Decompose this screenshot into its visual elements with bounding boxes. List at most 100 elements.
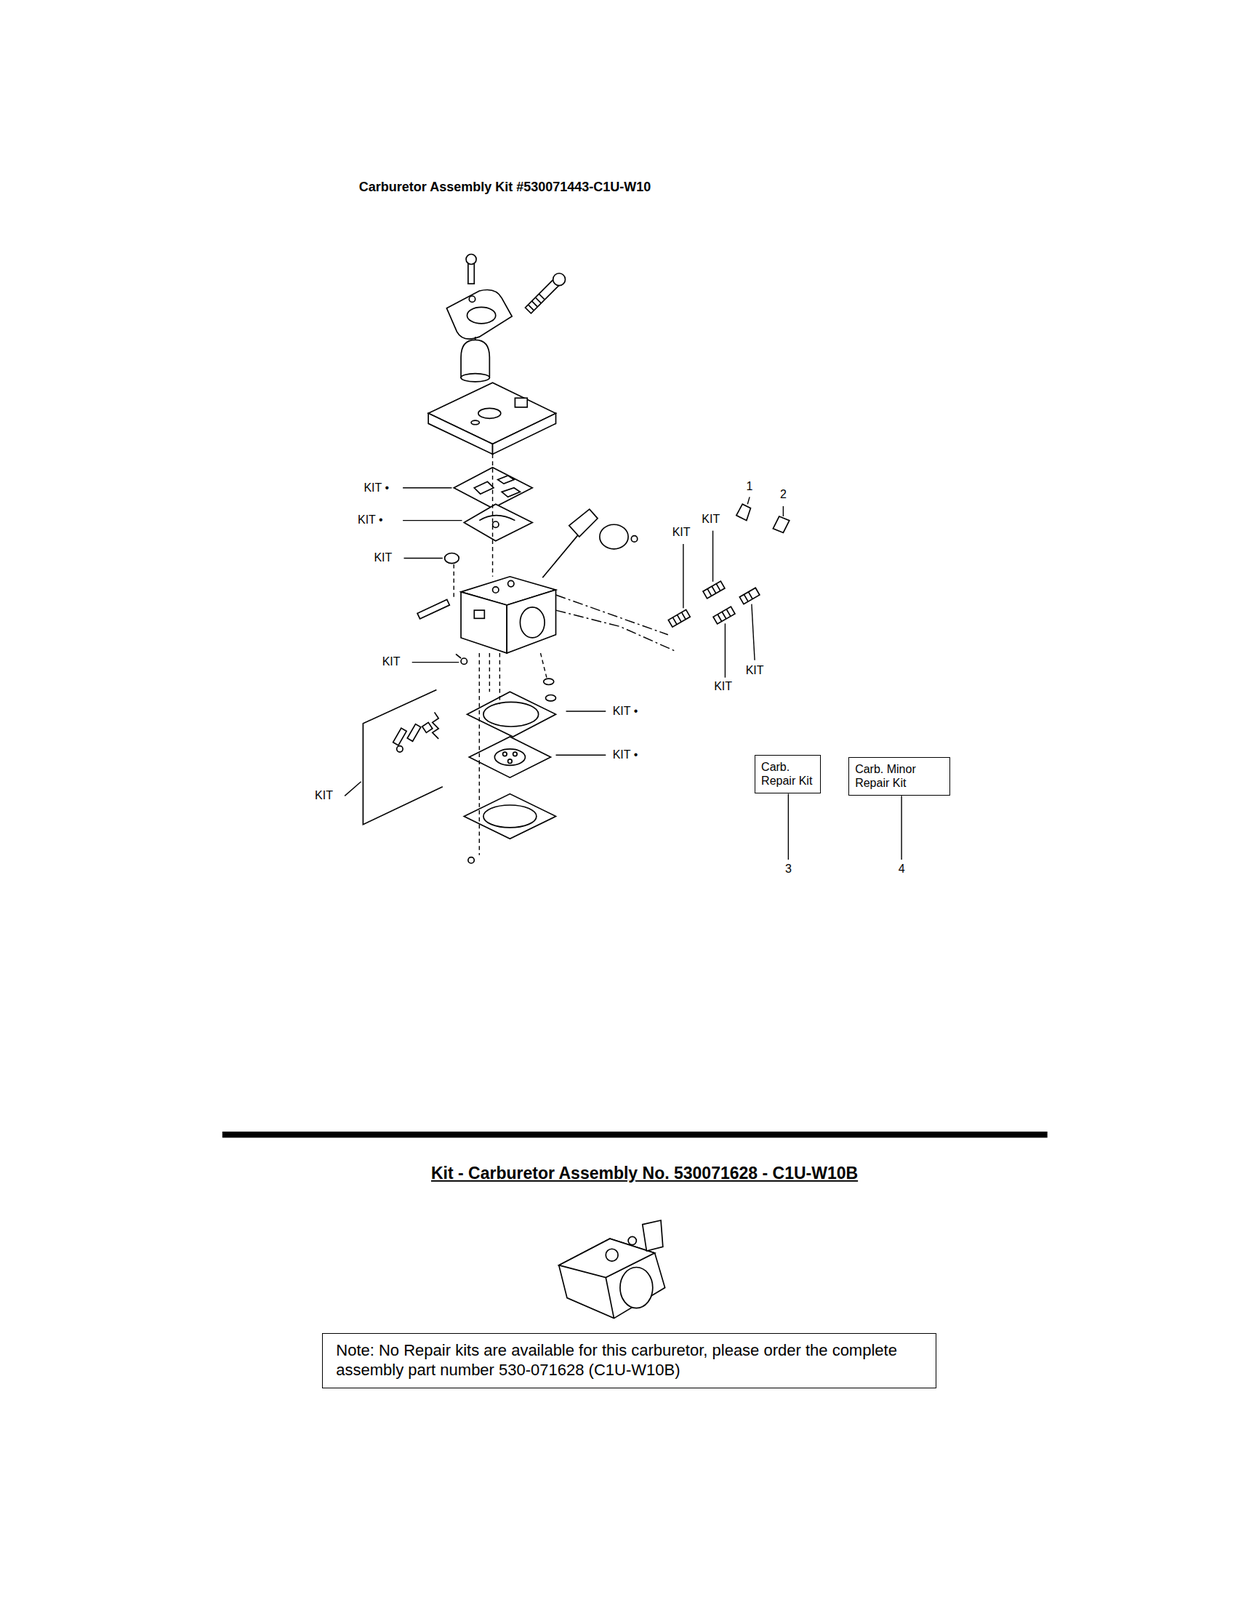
primer-flange [468,295,475,302]
throttle-shaft [542,508,637,578]
throttle-shaft [542,528,584,578]
bottom-screw [468,857,475,863]
kit-bracket [362,689,443,824]
carburetor-body [492,586,499,593]
inlet-needle-parts [393,727,408,746]
metering-diaphragm [468,736,551,778]
small-carburetor-picture [605,1277,614,1319]
adjust-screw [527,293,545,311]
carburetor-body [474,609,485,618]
leader-lines [402,519,462,521]
kit-box: Carb. Minor Repair Kit [848,756,951,796]
inlet-needle-parts [422,721,433,733]
bottom-cover [483,804,537,828]
limiter-caps [736,503,790,533]
diagram-title: Carburetor Assembly Kit #530071443-C1U-W… [359,178,652,195]
primer-flange [446,290,512,340]
inlet-needle-parts [393,727,408,746]
adjust-needles [739,587,759,604]
adjust-needles [743,591,753,602]
kit-box: Carb. Repair Kit [754,754,821,794]
section-heading: Kit - Carburetor Assembly No. 530071628 … [430,1163,859,1183]
throttle-shaft [569,508,598,537]
pump-cover [428,382,556,454]
kit-label: KIT [700,512,721,526]
pump-cover [471,420,480,425]
exploded-view-lines [453,453,547,855]
adjust-needles [713,606,736,624]
kit-label: KIT [381,655,402,669]
kit-label: KIT • [612,704,640,718]
leader-lines [404,557,443,559]
kit-label: KIT • [356,513,384,527]
adjust-needles [707,583,721,597]
metering-diaphragm [503,751,508,757]
leader-line [900,795,902,860]
callout-number: 3 [784,862,793,876]
metering-diaphragm [468,736,551,778]
throttle-shaft [599,524,629,549]
small-disc [444,553,460,564]
adjust-needles [668,609,690,627]
metering-diaphragm [494,748,525,765]
carburetor-body [460,576,556,653]
leader-lines [782,505,784,517]
leader-lines [751,604,755,661]
leader-lines [344,781,361,797]
small-carburetor-picture [559,1219,666,1319]
adjust-needles [668,580,759,627]
carburetor-body [460,591,507,653]
pump-diaphragm [463,503,533,541]
divider-bar [222,1131,1048,1138]
leader-lines [682,543,684,608]
bottom-screw [468,857,475,863]
small-carburetor-picture [628,1235,637,1244]
leader-lines [747,496,750,504]
metering-gasket [466,691,556,737]
primer-bulb [460,373,490,382]
body-screw [455,653,461,658]
box-text: Carb. Minor Repair Kit [854,761,944,790]
pump-gasket [453,467,533,509]
inlet-needle-parts [432,711,439,738]
adjust-needles [672,612,686,625]
leader-lines [712,530,714,582]
carburetor-body [506,589,556,653]
throttle-shaft [631,535,637,542]
body-screw [460,657,467,664]
primer-bulb [460,339,490,382]
kit-label: KIT [314,788,334,802]
callout-number: 2 [779,487,788,501]
inlet-needle-parts [393,711,440,752]
kit-label: KIT [745,663,765,677]
small-carburetor-picture [620,1266,653,1308]
metering-gasket [483,701,539,727]
pump-cover [514,397,528,408]
kit-bracket [362,689,443,824]
body-pin [417,599,450,619]
top-screw [468,263,475,284]
small-seals [543,678,557,701]
leader-lines [344,487,783,797]
pump-gasket [474,475,520,497]
leader-lines [402,487,452,488]
pump-diaphragm [463,503,533,541]
callout-number: 1 [745,479,754,493]
leader-line [788,793,789,860]
leader-lines [566,710,607,712]
kit-label: KIT • [612,748,640,762]
leader-lines [412,661,460,663]
carburetor-body [519,607,545,638]
inlet-needle-parts [396,745,403,752]
small-carburetor-picture [642,1219,664,1251]
adjust-needles [713,606,736,624]
small-seals [545,695,557,701]
adjust-needles [703,580,725,599]
bottom-cover [463,793,556,839]
kit-label: KIT [713,679,733,693]
note-box: Note: No Repair kits are available for t… [322,1332,936,1388]
inlet-needle-parts [407,724,421,742]
kit-label: KIT • [362,480,390,494]
small-disc [444,553,460,564]
